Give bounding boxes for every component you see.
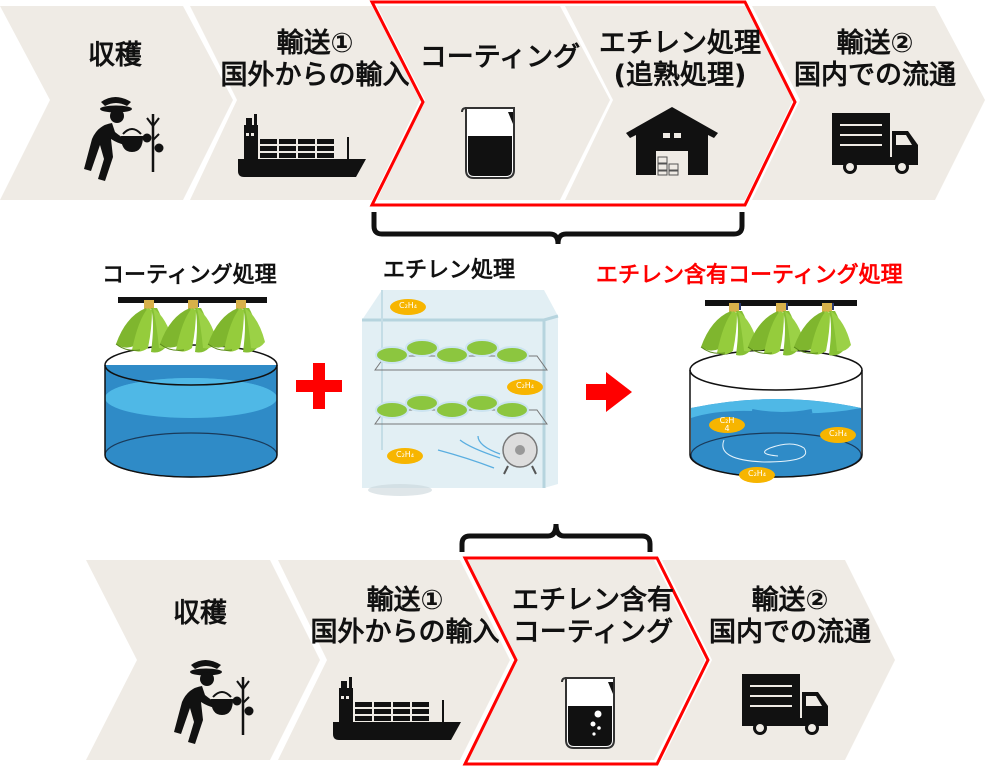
bottom-stage-transport1-label: 輸送① 国外からの輸入 <box>300 585 510 650</box>
ethylene-process-title: エチレン処理 <box>383 258 516 283</box>
top-stage-transport2-label: 輸送② 国内での流通 <box>785 28 965 93</box>
stage-label-line: 国内での流通 <box>709 617 871 649</box>
stage-label-line: 輸送② <box>751 585 829 616</box>
top-stage-coating-label: コーティング <box>410 42 590 74</box>
bottom-chevron-transport2 <box>662 560 895 760</box>
bottom-stage-harvest-label: 収穫 <box>150 598 250 630</box>
arrow-right-icon <box>586 372 632 412</box>
stage-label-line: 収穫 <box>88 40 142 71</box>
ethylene-badge-label: C₂H₄ <box>747 469 766 478</box>
stage-label-line: 国内での流通 <box>794 60 956 92</box>
ethylene-coating-tank-illustration <box>689 300 863 483</box>
badge-label-line: C₂H <box>719 416 735 425</box>
banana-bunch <box>207 299 266 353</box>
ethylene-badge-label: C₂H₄ <box>828 429 847 438</box>
banana-bunch <box>793 302 852 356</box>
ethylene-chamber-illustration <box>362 290 559 496</box>
top-stage-ethylene-label: エチレン処理 (追熟処理) <box>590 28 770 93</box>
plus-operator-icon <box>296 363 342 409</box>
ethylene-badge-label: C₂H 4 <box>709 417 745 433</box>
stage-label-line: 国外からの輸入 <box>220 60 410 92</box>
bottom-chevron-ethylene-coating <box>466 560 705 760</box>
top-stage-transport1-label: 輸送① 国外からの輸入 <box>210 28 420 93</box>
stage-label-line: 国外からの輸入 <box>310 617 500 649</box>
stage-label-line: 輸送① <box>276 28 354 59</box>
stage-label-line: 輸送① <box>366 585 444 616</box>
ethylene-badge-label: C₂H₄ <box>398 301 417 310</box>
beaker-bubbles-icon <box>562 678 614 748</box>
stage-label-line: コーティング <box>512 617 674 649</box>
bottom-stage-transport2-label: 輸送② 国内での流通 <box>700 585 880 650</box>
coating-tank-illustration <box>104 297 278 478</box>
bottom-bracket <box>459 523 653 552</box>
bottom-stage-ethylene-coating-label: エチレン含有 コーティング <box>498 585 688 650</box>
top-flow <box>0 0 985 207</box>
ethylene-badge-label: C₂H₄ <box>395 450 414 459</box>
ethylene-coating-process-title: エチレン含有コーティング処理 <box>596 263 903 288</box>
beaker-icon <box>461 107 515 179</box>
stage-label-line: エチレン含有 <box>512 585 674 616</box>
bottom-flow <box>86 556 895 766</box>
top-highlight-outline <box>369 0 797 207</box>
bottom-highlight-outline <box>462 556 710 766</box>
stage-label-line: 輸送② <box>836 28 914 59</box>
stage-label-line: 収穫 <box>173 598 227 629</box>
bottom-chevron-harvest <box>86 560 320 760</box>
coating-process-title: コーティング処理 <box>102 263 277 288</box>
stage-label-line: コーティング <box>419 42 581 73</box>
stage-label-line: (追熟処理) <box>613 60 747 92</box>
fan-icon <box>502 432 538 475</box>
top-stage-harvest-label: 収穫 <box>65 40 165 72</box>
ethylene-badge-label: C₂H₄ <box>515 381 534 390</box>
stage-label-line: エチレン処理 <box>599 28 761 59</box>
top-chevron-coating <box>377 6 610 200</box>
top-chevron-ethylene <box>565 6 793 200</box>
bottom-chevron-transport1 <box>278 560 510 760</box>
top-bracket <box>371 212 745 245</box>
top-chevron-transport2 <box>752 6 985 200</box>
badge-label-line: 4 <box>724 424 730 433</box>
